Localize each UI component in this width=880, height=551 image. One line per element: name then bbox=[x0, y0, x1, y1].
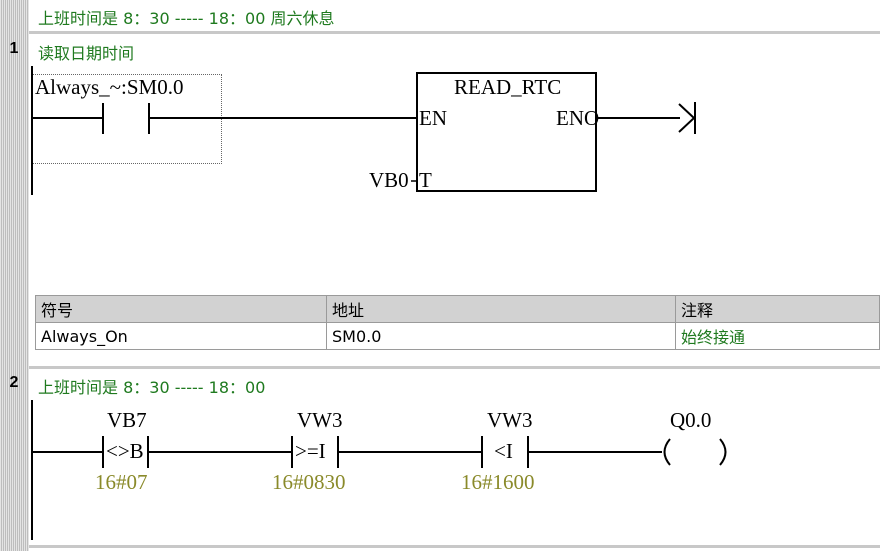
network-separator-1-2 bbox=[29, 366, 880, 369]
compare-2-operand[interactable]: VW3 bbox=[297, 408, 343, 432]
compare-2-value[interactable]: 16#0830 bbox=[272, 470, 346, 494]
comment-header: 注释 bbox=[675, 295, 880, 323]
read-rtc-name: READ_RTC bbox=[454, 75, 562, 99]
output-coil[interactable] bbox=[663, 438, 727, 466]
address-cell: SM0.0 bbox=[326, 322, 676, 350]
table-row: Always_On SM0.0 始终接通 bbox=[35, 322, 880, 350]
program-comment: 上班时间是 8：30 ----- 18：00 周六休息 bbox=[38, 9, 335, 28]
compare-1-operand[interactable]: VB7 bbox=[107, 408, 147, 432]
network-2-title[interactable]: 上班时间是 8：30 ----- 18：00 bbox=[38, 378, 266, 397]
network-separator-top bbox=[29, 31, 880, 34]
comment-cell: 始终接通 bbox=[675, 322, 880, 350]
compare-3-operand[interactable]: VW3 bbox=[487, 408, 533, 432]
always-on-contact[interactable] bbox=[32, 103, 150, 134]
network-separator-bottom bbox=[29, 545, 880, 548]
t-pin-label: T bbox=[419, 168, 432, 192]
network-1-number[interactable]: 1 bbox=[9, 40, 19, 57]
network-2-number[interactable]: 2 bbox=[9, 374, 19, 391]
coil-operand[interactable]: Q0.0 bbox=[670, 408, 712, 432]
contact-symbol-label: Always_~:SM0.0 bbox=[35, 75, 184, 99]
compare-1-value[interactable]: 16#07 bbox=[95, 470, 148, 494]
symbol-cell: Always_On bbox=[35, 322, 327, 350]
eno-pin-label: ENO bbox=[556, 106, 600, 130]
read-rtc-box[interactable] bbox=[416, 72, 597, 192]
network-1-title[interactable]: 读取日期时间 bbox=[38, 44, 135, 63]
compare-3-op: <I bbox=[494, 439, 513, 463]
t-operand[interactable]: VB0 bbox=[369, 168, 409, 192]
rung-end-arrow-icon bbox=[678, 102, 696, 134]
left-gutter bbox=[0, 0, 29, 551]
compare-contact-3[interactable] bbox=[481, 436, 529, 468]
en-pin-label: EN bbox=[419, 106, 447, 130]
compare-2-op: >=I bbox=[295, 439, 326, 463]
compare-3-value[interactable]: 16#1600 bbox=[461, 470, 535, 494]
compare-1-op: <>B bbox=[106, 439, 144, 463]
compare-contact-2[interactable] bbox=[291, 436, 339, 468]
symbol-table: 符号 地址 注释 Always_On SM0.0 始终接通 bbox=[35, 295, 880, 350]
compare-contact-1[interactable] bbox=[102, 436, 149, 468]
